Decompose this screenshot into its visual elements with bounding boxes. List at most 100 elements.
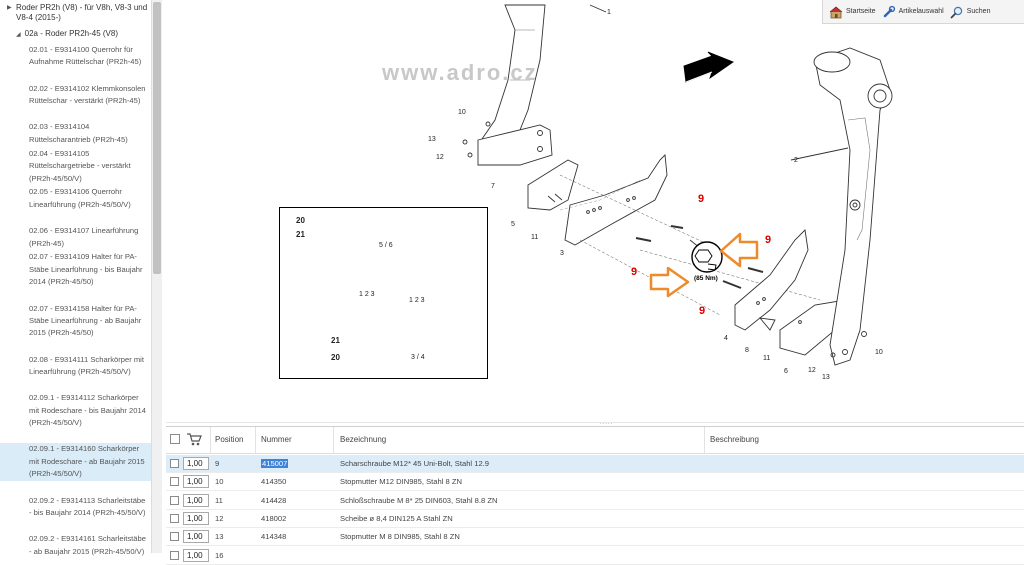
tree-item[interactable]: 02.09.2 - E9314161 Scharleitstäbe - ab B… [29, 534, 146, 556]
inset-callout-123b: 1 2 3 [409, 297, 425, 304]
col-header-designation[interactable]: Bezeichnung [340, 435, 387, 444]
quantity-input[interactable] [183, 493, 209, 507]
callout-12b: 12 [808, 367, 816, 374]
splitter-grip[interactable]: ..... [600, 420, 614, 426]
inset-callout-20: 20 [296, 216, 305, 225]
inset-callout-21: 21 [296, 230, 305, 239]
search-button[interactable]: Suchen [950, 5, 990, 19]
tree-item[interactable]: 02.08 - E9314111 Scharkörper mit Linearf… [29, 354, 144, 376]
tree-sub-node[interactable]: ◢02a - Roder PR2h-45 (V8) [16, 29, 119, 38]
quantity-input[interactable] [183, 475, 209, 489]
cell-designation: Schloßschraube M 8* 25 DIN603, Stahl 8.8… [340, 495, 498, 505]
cell-number: 414348 [261, 532, 286, 541]
select-all-checkbox[interactable] [170, 434, 180, 444]
row-checkbox[interactable] [170, 495, 179, 505]
tree-item[interactable]: 02.09.2 - E9314113 Scharleitstäbe - bis … [29, 495, 146, 517]
cell-designation: Scharschraube M12* 45 Uni-Bolt, Stahl 12… [340, 459, 490, 468]
callout-4: 4 [724, 335, 728, 342]
quantity-input[interactable] [183, 457, 209, 470]
inset-callout-5-6: 5 / 6 [379, 242, 393, 249]
tree-scrollbar[interactable] [151, 0, 162, 553]
row-checkbox[interactable] [170, 459, 179, 468]
cell-position: 12 [215, 513, 224, 523]
table-header: Position Nummer Bezeichnung Beschreibung [166, 427, 1024, 454]
row-checkbox[interactable] [170, 532, 179, 542]
tree-item[interactable]: 02.09.1 - E9314160 Scharkörper mit Rodes… [0, 443, 151, 481]
cell-position: 16 [215, 550, 224, 560]
tree-item[interactable]: 02.01 - E9314100 Querrohr für Aufnahme R… [29, 45, 142, 67]
table-row[interactable]: 11 414428 Schloßschraube M 8* 25 DIN603, S… [166, 492, 1024, 510]
quantity-input[interactable] [183, 548, 209, 562]
triangle-right-icon[interactable]: ▶ [7, 5, 12, 11]
parts-tree: ▶ Roder PR2h (V8) - für V8h, V8-3 und V8… [0, 0, 162, 556]
callout-12: 12 [436, 154, 444, 161]
callout-7: 7 [491, 183, 495, 190]
tree-item[interactable]: 02.06 - E9314107 Linearführung (PR2h-45) [29, 226, 139, 248]
quantity-input[interactable] [183, 511, 209, 525]
cell-number: 414350 [261, 477, 286, 486]
watermark-text: www.adro.cz [382, 60, 538, 85]
tree-item[interactable]: 02.09.1 - E9314112 Scharkörper mit Rodes… [29, 393, 146, 428]
callout-11: 11 [531, 234, 539, 241]
home-icon [829, 5, 843, 18]
callout-3: 3 [560, 250, 564, 257]
table-row[interactable]: 16 [166, 547, 1024, 565]
pane-divider[interactable] [166, 422, 1024, 423]
col-header-number[interactable]: Nummer [261, 435, 292, 444]
callout-5: 5 [511, 221, 515, 228]
cell-number-text: 415007 [261, 459, 289, 468]
red-callout-9: 9 [765, 234, 772, 246]
red-callout-9: 9 [698, 193, 705, 205]
quantity-input[interactable] [183, 530, 209, 544]
callout-10b: 10 [875, 349, 883, 356]
row-checkbox[interactable] [170, 550, 179, 560]
home-button[interactable]: Startseite [829, 5, 876, 19]
cell-position: 9 [215, 459, 220, 468]
cell-designation: Stopmutter M 8 DIN985, Stahl 8 ZN [340, 532, 460, 542]
tree-item[interactable]: 02.07 - E9314109 Halter für PA-Stäbe Lin… [29, 252, 143, 287]
search-icon [950, 6, 962, 18]
cell-number: 418002 [261, 514, 286, 523]
callout-8: 8 [745, 347, 749, 354]
cell-position: 11 [215, 495, 223, 505]
tree-item[interactable]: 02.07 - E9314158 Halter für PA-Stäbe Lin… [29, 303, 142, 338]
col-header-description[interactable]: Beschreibung [710, 435, 759, 444]
tree-item[interactable]: 02.03 - E9314104 Rüttelscharantrieb (PR2… [29, 122, 128, 144]
articles-button[interactable]: Artikelauswahl [882, 5, 944, 19]
col-header-position[interactable]: Position [215, 435, 244, 444]
tree-item[interactable]: 02.02 - E9314102 Klemmkonsolen Rüttelsch… [29, 83, 146, 106]
parts-table: Position Nummer Bezeichnung Beschreibung… [166, 426, 1024, 565]
red-callout-9: 9 [631, 266, 638, 278]
table-row[interactable]: 13 414348 Stopmutter M 8 DIN985, Stahl 8 Z… [166, 528, 1024, 547]
inset-callout-21b: 21 [331, 336, 340, 345]
cell-position: 13 [215, 532, 224, 542]
cell-designation: Stopmutter M12 DIN985, Stahl 8 ZN [340, 477, 462, 487]
callout-13b: 13 [822, 374, 830, 381]
cell-number-text: 418002 [261, 513, 287, 523]
red-callout-9: 9 [699, 305, 706, 317]
table-row[interactable]: 12 418002 Scheibe ø 8,4 DIN125 A Stahl ZN [166, 510, 1024, 528]
row-checkbox[interactable] [170, 477, 179, 487]
inset-callout-3-4: 3 / 4 [411, 354, 425, 361]
cell-number-text: 414350 [261, 477, 287, 487]
inset-callout-20b: 20 [331, 353, 340, 362]
callout-11b: 11 [763, 355, 771, 362]
callout-6: 6 [784, 368, 788, 375]
cell-number-text: 414428 [261, 495, 287, 505]
inset-callout-123a: 1 2 3 [359, 291, 375, 298]
cart-icon[interactable] [186, 433, 202, 446]
cell-designation: Scheibe ø 8,4 DIN125 A Stahl ZN [340, 513, 453, 523]
cell-number: 415007 [261, 459, 289, 468]
tree-root-node[interactable]: ▶ Roder PR2h (V8) - für V8h, V8-3 und V8… [7, 3, 148, 22]
row-checkbox[interactable] [170, 513, 179, 523]
callout-2: 2 [794, 157, 798, 164]
torque-label: (85 Nm) [694, 275, 718, 282]
tree-scrollbar-thumb[interactable] [153, 2, 161, 274]
table-row[interactable]: 9 415007 Scharschraube M12* 45 Uni-Bolt, S… [166, 455, 1024, 473]
callout-10: 10 [458, 109, 466, 116]
tree-item[interactable]: 02.05 - E9314106 Querrohr Linearführung … [29, 187, 131, 209]
cell-number: 414428 [261, 496, 286, 505]
triangle-down-icon[interactable]: ◢ [16, 32, 21, 38]
tree-item[interactable]: 02.04 - E9314105 Rüttelschargetriebe - v… [29, 148, 131, 183]
